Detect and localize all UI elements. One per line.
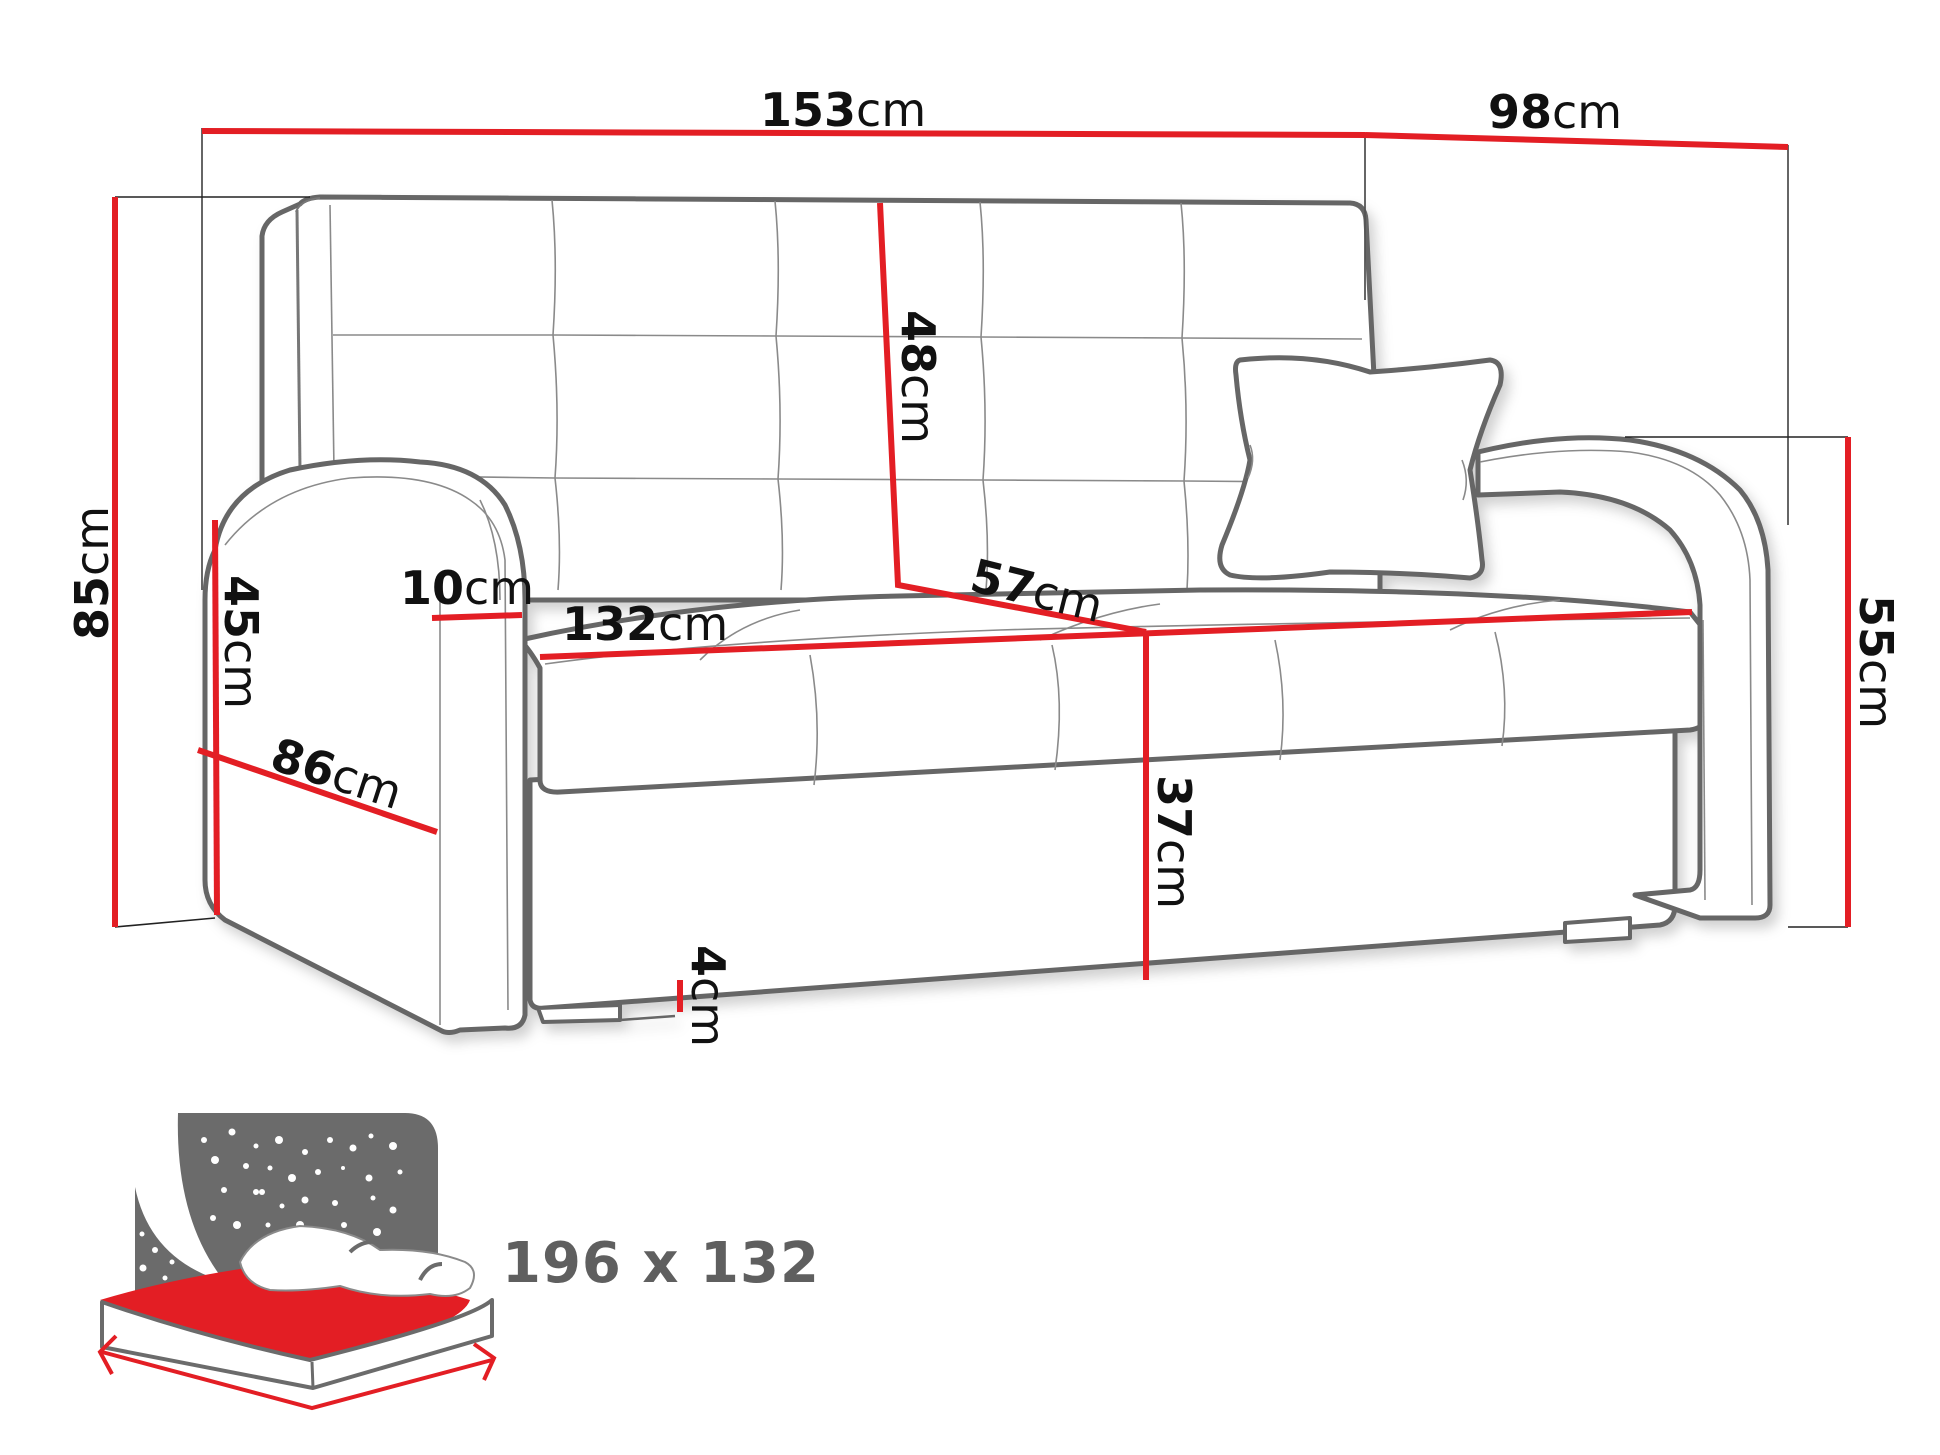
arm-width-dimension-line [431, 612, 523, 621]
sofa-right-arm [1475, 435, 1773, 921]
arm-depth-dimension-line [197, 747, 438, 835]
seat-width-dimension-line [539, 609, 1693, 660]
dimension-lines [112, 128, 1851, 1012]
label-overall-width: 153cm [760, 83, 926, 137]
label-arm-height: 55cm [1849, 595, 1903, 729]
label-overall-depth: 98cm [1488, 85, 1622, 139]
label-backrest-height: 48cm [891, 310, 945, 444]
sofa-pillow [1217, 355, 1504, 581]
extension-lines [114, 128, 1848, 928]
label-seat-height: 37cm [1147, 775, 1201, 909]
sofa-left-arm [202, 457, 528, 1035]
sofa-backrest [259, 194, 1383, 603]
sleeping-area-label: 196 x 132 [502, 1231, 820, 1296]
width-dimension-line [201, 128, 1366, 138]
label-leg-height: 4cm [681, 945, 735, 1047]
arm-front-height-dimension-line [212, 519, 220, 916]
stars-icon [139, 1128, 403, 1292]
bed-night-stars-icon [97, 1113, 497, 1411]
label-arm-front-height: 45cm [214, 575, 268, 709]
label-overall-height: 85cm [65, 506, 119, 640]
label-seat-width: 132cm [562, 597, 728, 651]
label-arm-width: 10cm [400, 561, 534, 615]
sofa-drawing [202, 194, 1773, 1035]
backrest-dimension-line [877, 202, 1147, 635]
depth-dimension-line [1364, 132, 1789, 150]
